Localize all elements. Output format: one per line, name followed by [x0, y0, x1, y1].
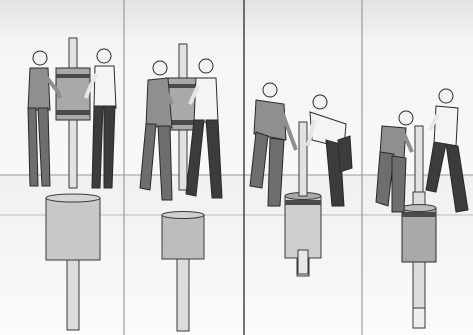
- underground-pipe: [67, 260, 79, 330]
- pipe: [415, 126, 423, 192]
- ram: [285, 196, 321, 258]
- ghost-ram: [46, 198, 100, 260]
- ghost-ram-top: [162, 212, 204, 219]
- ghost-ram: [162, 215, 204, 259]
- pipe-tip: [298, 250, 308, 274]
- pipe: [299, 122, 307, 196]
- underground-pipe: [177, 259, 189, 331]
- pipe-tip: [413, 308, 425, 328]
- ghost-ram-top: [46, 194, 100, 202]
